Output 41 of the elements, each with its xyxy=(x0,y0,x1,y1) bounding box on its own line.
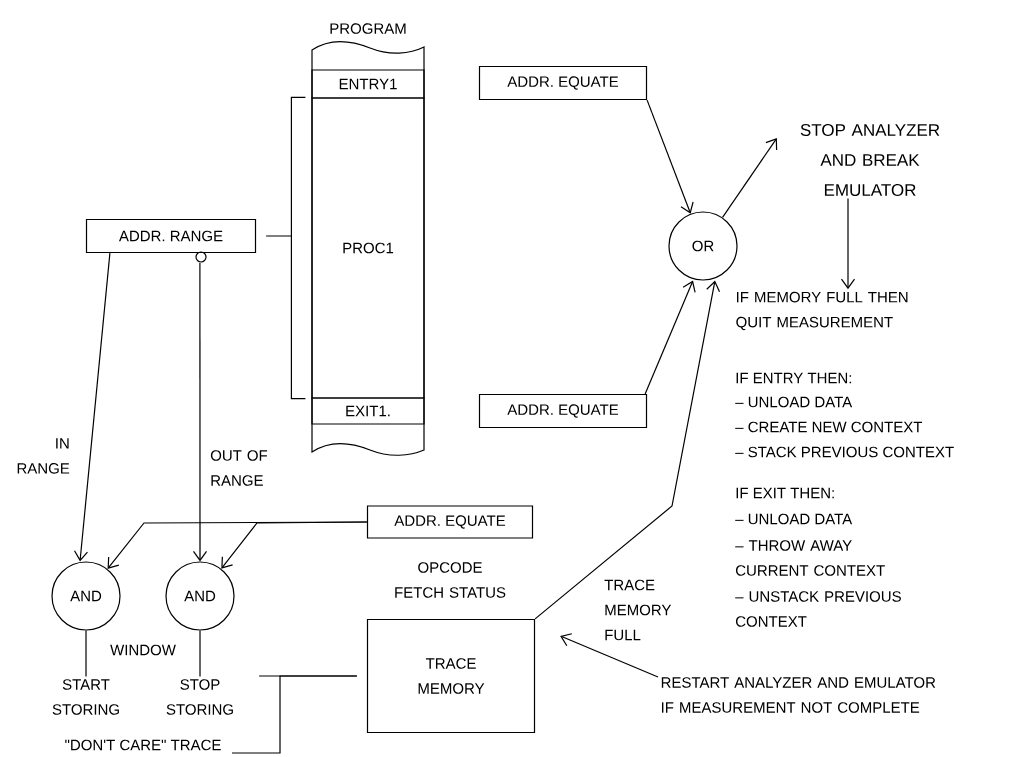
output-text: "DON'T CARE" TRACE xyxy=(65,739,221,751)
note-text: WINDOW xyxy=(110,644,176,656)
action-text: RESTART ANALYZER AND EMULATOR IF MEASUREMENT NOT COMPLETE xyxy=(661,677,936,713)
output-text: STOP STORING xyxy=(166,679,233,715)
arrow xyxy=(192,262,208,562)
note-text: IF EXIT THEN: xyxy=(736,487,834,499)
arrow xyxy=(646,99,694,214)
connector-line xyxy=(199,630,201,678)
node-label: PROGRAM xyxy=(330,23,406,34)
condition-box: ADDR. EQUATE xyxy=(478,393,648,429)
note-text: – UNSTACK PREVIOUS CONTEXT xyxy=(735,591,901,627)
note-text: – THROW AWAY CURRENT CONTEXT xyxy=(735,540,885,576)
note-text: – UNLOAD DATA xyxy=(735,396,853,408)
program-segment: EXIT1. xyxy=(311,397,425,425)
note-text: – CREATE NEW CONTEXT xyxy=(735,421,923,433)
arrow xyxy=(221,521,368,569)
program-segment: ENTRY1 xyxy=(311,69,425,99)
note-text: – UNLOAD DATA xyxy=(735,513,853,525)
edge-label: OUT OF RANGE xyxy=(210,450,268,486)
edge-label: TRACE MEMORY FULL xyxy=(604,579,672,641)
note-text: – STACK PREVIOUS CONTEXT xyxy=(735,446,954,458)
arrow xyxy=(560,633,659,678)
arrow xyxy=(534,280,721,620)
condition-box: ADDR. RANGE xyxy=(85,218,257,263)
condition-box: ADDR. EQUATE xyxy=(366,505,534,539)
note-text: OPCODE FETCH STATUS xyxy=(395,562,506,598)
edge-label: IN RANGE xyxy=(17,438,70,474)
output-text: START STORING xyxy=(52,679,119,715)
condition-box: ADDR. EQUATE xyxy=(478,65,648,101)
action-text: IF MEMORY FULL THEN QUIT MEASUREMENT xyxy=(736,291,908,331)
arrow xyxy=(73,252,111,562)
connector-line xyxy=(85,630,87,678)
memory-box: TRACE MEMORY xyxy=(366,618,536,734)
arrow xyxy=(644,280,696,395)
note-text: IF ENTRY THEN: xyxy=(736,372,852,384)
bracket-connector xyxy=(231,675,358,754)
bracket-connector xyxy=(265,96,306,400)
arrow xyxy=(721,138,778,219)
arrow xyxy=(840,198,856,290)
program-segment: PROC1 xyxy=(311,97,425,399)
action-text: STOP ANALYZER AND BREAK EMULATOR xyxy=(800,124,940,196)
